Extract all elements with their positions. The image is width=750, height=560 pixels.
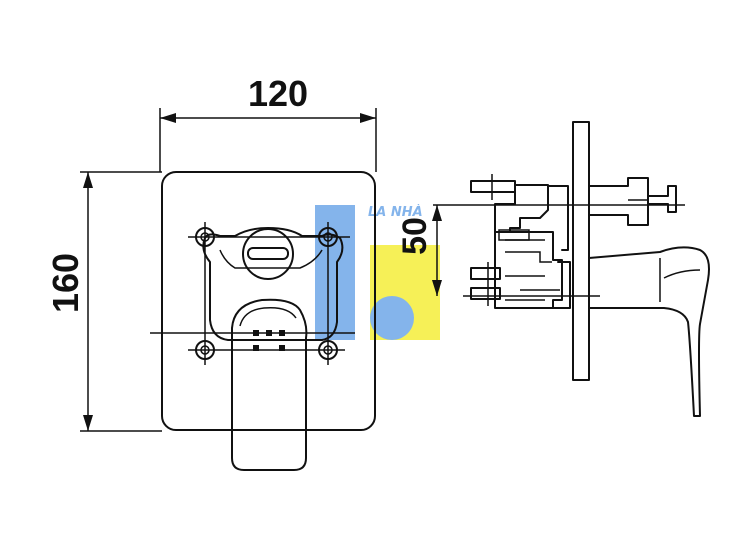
dim-width-arrow-left xyxy=(160,113,176,123)
dim-centers-label: 50 xyxy=(396,217,434,255)
side-lever-handle xyxy=(588,246,710,417)
dim-width-arrow-right xyxy=(360,113,376,123)
front-view xyxy=(150,171,376,471)
watermark-text: LA NHÀ xyxy=(368,204,423,220)
lever-handle-highlight xyxy=(239,306,297,327)
watermark-logo: LA NHÀ xyxy=(315,204,440,340)
dim-width-label: 120 xyxy=(248,73,308,114)
diverter-knob-slot xyxy=(247,247,289,260)
side-pipe-lower xyxy=(470,287,501,300)
side-pipe-top-upper xyxy=(470,180,516,193)
dim-centers-arrow-top xyxy=(432,205,442,221)
side-diverter-spindle xyxy=(588,177,649,226)
side-body-main xyxy=(494,231,563,309)
side-bracket-upper xyxy=(547,185,569,251)
valve-body-inner xyxy=(219,249,323,269)
lever-marker-icon xyxy=(253,330,285,351)
valve-body-outline xyxy=(202,227,344,341)
side-wall-plate xyxy=(572,121,590,381)
side-view xyxy=(433,121,710,417)
lever-handle-front xyxy=(231,298,308,471)
dim-height-arrow-bottom xyxy=(83,415,93,431)
side-body-upper xyxy=(494,184,549,233)
dim-height-arrow-top xyxy=(83,172,93,188)
side-lever-detail xyxy=(659,258,701,302)
diverter-knob xyxy=(242,228,294,280)
cover-plate xyxy=(161,171,376,431)
dimension-height: 160 xyxy=(45,171,162,432)
dimension-width: 120 xyxy=(159,73,377,172)
watermark-blue-circle xyxy=(370,296,414,340)
dim-height-label: 160 xyxy=(45,253,86,313)
watermark-blue-bar xyxy=(315,205,355,340)
side-body-details xyxy=(505,239,560,301)
dim-centers-arrow-bottom xyxy=(432,280,442,296)
dimension-centers: 50 xyxy=(396,205,442,296)
side-bracket-lower xyxy=(552,261,571,309)
side-diverter-cap xyxy=(647,185,677,213)
side-pipe-middle xyxy=(470,267,501,280)
side-body-label-plate xyxy=(498,229,530,241)
